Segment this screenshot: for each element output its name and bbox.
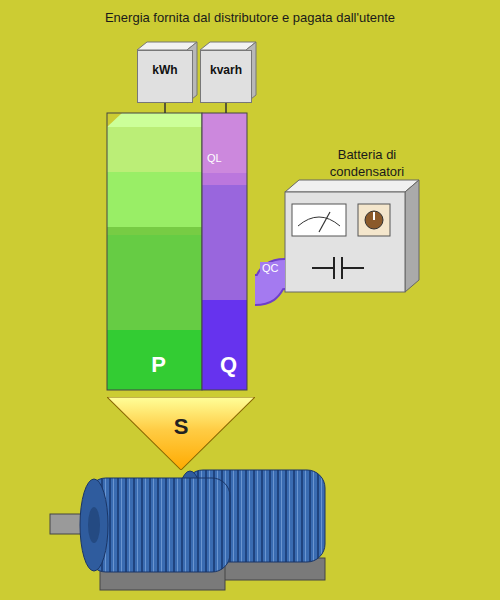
node-label: P xyxy=(107,352,210,378)
funnel-fill xyxy=(107,397,255,470)
knob-panel xyxy=(358,204,390,236)
q-band xyxy=(202,113,247,173)
p-band xyxy=(107,235,202,330)
column-outline xyxy=(107,113,202,390)
callout-label: QL xyxy=(205,152,224,164)
dial-scale xyxy=(298,217,340,226)
node-label: Q xyxy=(202,352,255,378)
node-label: S xyxy=(107,414,255,440)
capacitor-bank: Batteria di condensatori xyxy=(285,192,405,292)
connector xyxy=(165,103,166,113)
p-band xyxy=(107,127,202,172)
capacitor-symbol xyxy=(342,267,364,269)
node-label: Batteria di condensatori xyxy=(315,146,419,180)
meter-dial xyxy=(292,204,346,236)
column-outline xyxy=(202,113,247,390)
funnel-triangle: S xyxy=(107,397,255,470)
p-band xyxy=(107,172,202,227)
column-top xyxy=(107,113,202,127)
meter-box: kvarh xyxy=(200,50,252,103)
bank-side xyxy=(405,180,419,292)
bank-front xyxy=(285,192,405,292)
pipe-outline xyxy=(255,274,285,290)
motor-endcap xyxy=(80,479,108,571)
edge-label: QC xyxy=(260,262,281,274)
pipe xyxy=(255,274,285,290)
meter-wire xyxy=(164,103,166,113)
meter-wire xyxy=(225,103,227,113)
dial-needle xyxy=(319,212,330,232)
capacitor-symbol xyxy=(312,267,334,269)
p-band xyxy=(107,227,202,235)
title: Energia fornita dal distributore e pagat… xyxy=(0,10,500,25)
knob-mark xyxy=(373,212,375,220)
knob xyxy=(365,211,383,229)
motor xyxy=(50,478,230,590)
capacitor-symbol xyxy=(333,257,335,279)
q-band xyxy=(202,185,247,300)
bank-top xyxy=(285,180,419,192)
motor-hub xyxy=(88,507,100,543)
connector xyxy=(255,274,285,290)
meter-box: kWh xyxy=(137,50,193,103)
motor-body xyxy=(88,478,230,572)
node-label: kWh xyxy=(138,63,192,77)
q-band xyxy=(202,173,247,185)
node-label: kvarh xyxy=(201,63,251,77)
connector xyxy=(226,103,227,113)
power-column: P xyxy=(107,113,210,390)
